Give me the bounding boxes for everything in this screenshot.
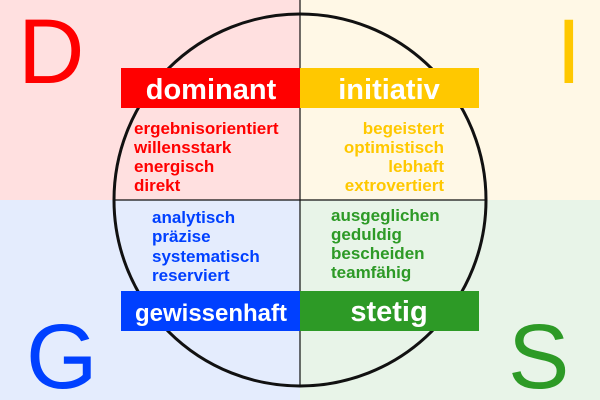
traits-g: analytisch präzise systematisch reservie… [152,208,260,285]
letter-i: I [556,1,582,103]
trait: systematisch [152,247,260,266]
trait: begeistert [363,119,445,138]
trait: ausgeglichen [331,206,440,225]
label-initiativ: initiativ [338,74,440,106]
band-dominant [121,68,300,108]
band-initiativ [300,68,479,108]
letter-g: G [26,306,98,400]
trait: analytisch [152,208,235,227]
label-dominant: dominant [146,74,277,106]
band-gewissenhaft [121,291,300,331]
trait: lebhaft [388,157,444,176]
trait: reserviert [152,266,230,285]
trait: energisch [134,157,214,176]
label-gewissenhaft: gewissenhaft [135,300,287,327]
traits-d: ergebnisorientiert willensstark energisc… [133,119,279,195]
letter-s: S [508,306,569,400]
trait: präzise [152,227,211,246]
trait: direkt [134,176,181,195]
letter-d: D [18,1,84,103]
traits-i: begeistert optimistisch lebhaft extrover… [344,119,444,195]
trait: willensstark [133,138,232,157]
trait: teamfähig [331,263,411,282]
trait: bescheiden [331,244,425,263]
trait: geduldig [331,225,402,244]
trait: extrovertiert [345,176,445,195]
label-stetig: stetig [350,296,427,328]
trait: optimistisch [344,138,444,157]
traits-s: ausgeglichen geduldig bescheiden teamfäh… [331,206,440,282]
band-stetig [300,291,479,331]
trait: ergebnisorientiert [134,119,279,138]
